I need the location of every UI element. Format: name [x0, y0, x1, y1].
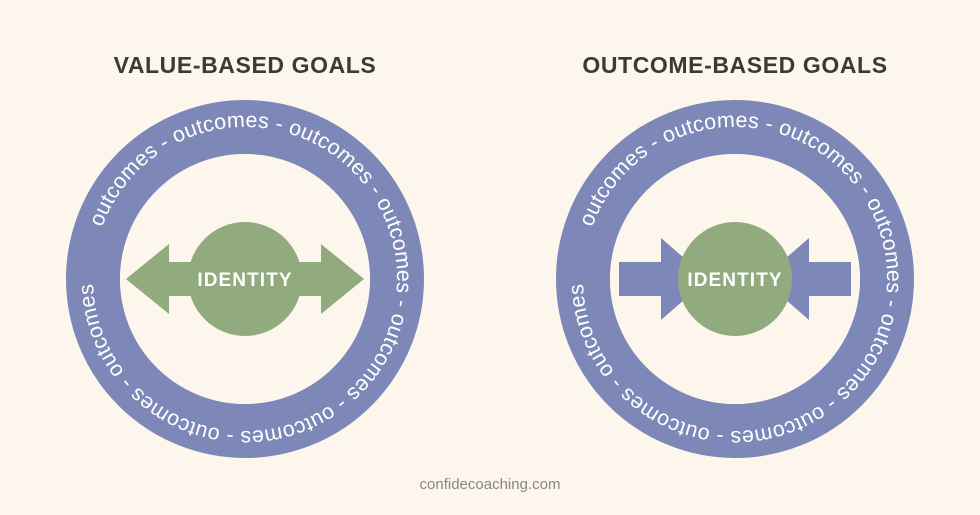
arrow-inward-right-left: [619, 238, 708, 320]
arrow-outward-left-right: [245, 244, 364, 314]
diagram-outcome-based: IDENTITY outcomes - outcomes - outcomes …: [556, 100, 914, 458]
identity-label-left: IDENTITY: [197, 270, 292, 291]
panel-outcome-based-goals: OUTCOME-BASED GOALS: [490, 0, 980, 515]
outcomes-ring-right: [556, 100, 914, 458]
panel-title-outcome-based: OUTCOME-BASED GOALS: [582, 52, 888, 78]
arrow-inward-right-right: [762, 238, 851, 320]
arrow-outward-left-left: [126, 244, 245, 314]
footer-watermark: confidecoaching.com: [419, 476, 561, 493]
identity-circle-left: [188, 222, 302, 336]
panel-value-based-goals: VALUE-BASED GOALS: [66, 52, 424, 458]
outcomes-ring-left: [66, 100, 424, 458]
diagram-value-based: IDENTITY outcomes - outcomes - outcomes …: [66, 100, 424, 458]
panel-title-value-based: VALUE-BASED GOALS: [113, 52, 377, 78]
identity-circle-right: [678, 222, 792, 336]
identity-label-right: IDENTITY: [687, 270, 782, 291]
